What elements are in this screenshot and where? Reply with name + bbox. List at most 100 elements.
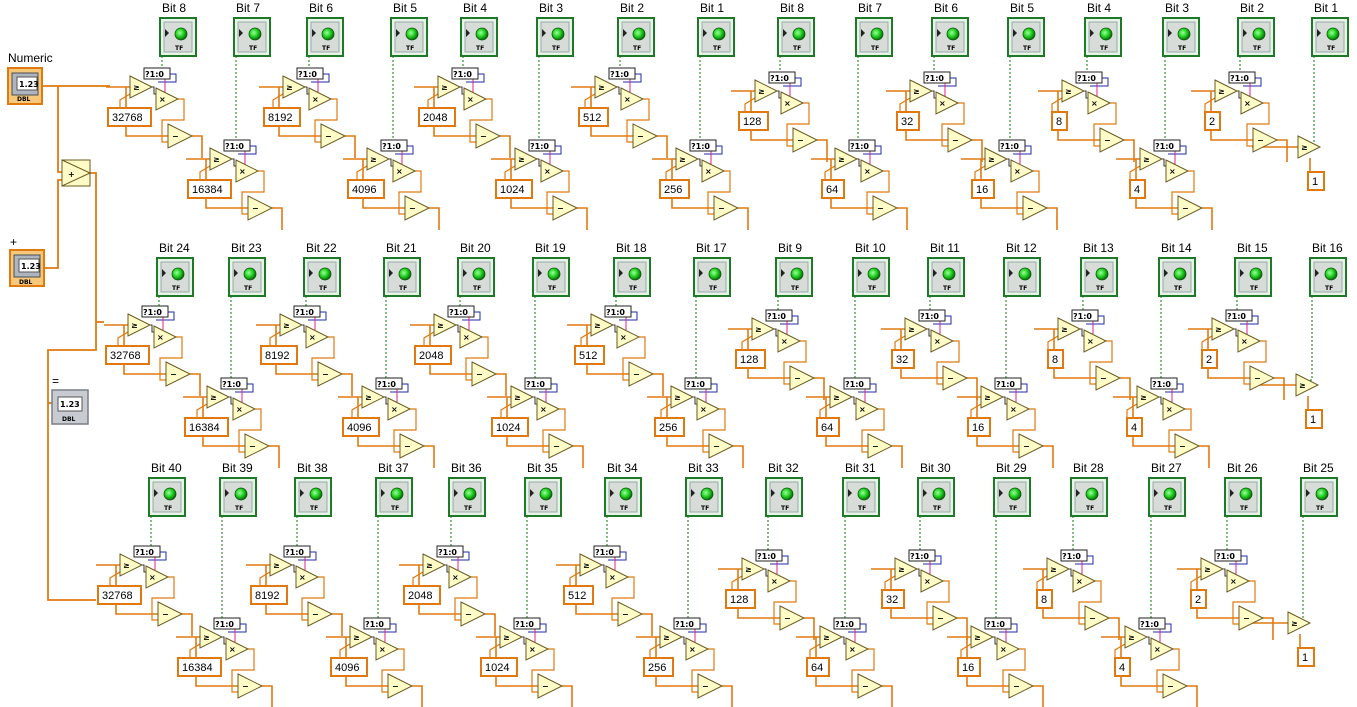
subtract-node[interactable]: −	[388, 674, 412, 698]
select-node[interactable]: ?1:0	[1154, 140, 1180, 151]
select-node[interactable]: ?1:0	[685, 378, 711, 389]
multiply-node[interactable]: ×	[697, 398, 719, 420]
select-node[interactable]: ?1:0	[294, 306, 320, 317]
select-node[interactable]: ?1:0	[849, 140, 875, 151]
subtract-node[interactable]: −	[618, 602, 642, 626]
subtract-node[interactable]: −	[248, 196, 272, 220]
divisor-constant[interactable]: 32768	[108, 108, 151, 126]
multiply-node[interactable]: ×	[1007, 398, 1029, 420]
subtract-node[interactable]: −	[245, 434, 269, 458]
divisor-constant[interactable]: 4096	[331, 658, 367, 676]
subtract-node[interactable]: −	[709, 434, 733, 458]
select-node[interactable]: ?1:0	[594, 546, 620, 557]
select-node[interactable]: ?1:0	[690, 140, 716, 151]
select-node[interactable]: ?1:0	[134, 546, 160, 557]
divisor-constant[interactable]: 1	[1298, 648, 1314, 666]
multiply-node[interactable]: ×	[376, 638, 398, 660]
select-node[interactable]: ?1:0	[766, 310, 792, 321]
subtract-node[interactable]: −	[168, 124, 192, 148]
multiply-node[interactable]: ×	[621, 88, 643, 110]
multiply-node[interactable]: ×	[449, 566, 471, 588]
divisor-constant[interactable]: 256	[644, 658, 673, 676]
multiply-node[interactable]: ×	[306, 326, 328, 348]
divisor-constant[interactable]: 64	[822, 180, 844, 198]
select-node[interactable]: ?1:0	[985, 618, 1011, 629]
select-node[interactable]: ?1:0	[214, 618, 240, 629]
multiply-node[interactable]: ×	[921, 570, 943, 592]
divisor-constant[interactable]: 4	[1130, 180, 1145, 198]
divisor-constant[interactable]: 1	[1306, 410, 1322, 428]
divisor-constant[interactable]: 32768	[98, 586, 141, 604]
divisor-constant[interactable]: 4	[1115, 658, 1130, 676]
select-node[interactable]: ?1:0	[609, 68, 635, 79]
multiply-node[interactable]: ×	[768, 570, 790, 592]
divisor-constant[interactable]: 512	[564, 586, 593, 604]
divisor-constant[interactable]: 2048	[404, 586, 440, 604]
subtract-node[interactable]: −	[868, 434, 892, 458]
multiply-node[interactable]: ×	[233, 398, 255, 420]
select-node[interactable]: ?1:0	[999, 140, 1025, 151]
select-node[interactable]: ?1:0	[448, 306, 474, 317]
multiply-node[interactable]: ×	[617, 326, 639, 348]
subtract-node[interactable]: −	[238, 674, 262, 698]
multiply-node[interactable]: ×	[702, 160, 724, 182]
multiply-node[interactable]: ×	[936, 92, 958, 114]
subtract-node[interactable]: −	[858, 674, 882, 698]
select-node[interactable]: ?1:0	[1151, 378, 1177, 389]
divisor-constant[interactable]: 2	[1205, 112, 1220, 130]
subtract-node[interactable]: −	[549, 434, 573, 458]
multiply-node[interactable]: ×	[778, 330, 800, 352]
multiply-node[interactable]: ×	[931, 330, 953, 352]
select-node[interactable]: ?1:0	[529, 140, 555, 151]
divisor-constant[interactable]: 32	[882, 590, 904, 608]
select-node[interactable]: ?1:0	[364, 618, 390, 629]
divisor-constant[interactable]: 1024	[481, 658, 517, 676]
divisor-constant[interactable]: 8	[1048, 350, 1063, 368]
subtract-node[interactable]: −	[476, 124, 500, 148]
divisor-constant[interactable]: 16	[968, 418, 990, 436]
subtract-node[interactable]: −	[538, 674, 562, 698]
subtract-node[interactable]: −	[1250, 366, 1274, 390]
subtract-node[interactable]: −	[461, 602, 485, 626]
numeric-control[interactable]: Numeric 1.23 DBL	[8, 51, 53, 104]
select-node[interactable]: ?1:0	[834, 618, 860, 629]
divisor-constant[interactable]: 16384	[188, 180, 231, 198]
divisor-constant[interactable]: 8	[1037, 590, 1052, 608]
divisor-constant[interactable]: 8192	[251, 586, 287, 604]
select-node[interactable]: ?1:0	[995, 378, 1021, 389]
divisor-constant[interactable]: 32	[892, 350, 914, 368]
select-node[interactable]: ?1:0	[1229, 72, 1255, 83]
subtract-node[interactable]: −	[318, 362, 342, 386]
select-node[interactable]: ?1:0	[297, 68, 323, 79]
divisor-constant[interactable]: 2	[1202, 350, 1217, 368]
subtract-node[interactable]: −	[1163, 674, 1187, 698]
multiply-node[interactable]: ×	[296, 566, 318, 588]
divisor-constant[interactable]: 2048	[415, 346, 451, 364]
select-node[interactable]: ?1:0	[452, 68, 478, 79]
select-node[interactable]: ?1:0	[525, 378, 551, 389]
subtract-node[interactable]: −	[166, 362, 190, 386]
subtract-node[interactable]: −	[948, 128, 972, 152]
multiply-node[interactable]: ×	[537, 398, 559, 420]
select-node[interactable]: ?1:0	[142, 306, 168, 317]
multiply-node[interactable]: ×	[1241, 92, 1263, 114]
multiply-node[interactable]: ×	[388, 398, 410, 420]
divisor-constant[interactable]: 128	[726, 590, 755, 608]
select-node[interactable]: ?1:0	[756, 550, 782, 561]
multiply-node[interactable]: ×	[861, 160, 883, 182]
subtract-node[interactable]: −	[780, 606, 804, 630]
divisor-constant[interactable]: 32	[897, 112, 919, 130]
select-node[interactable]: ?1:0	[437, 546, 463, 557]
divisor-constant[interactable]: 8192	[264, 108, 300, 126]
select-node[interactable]: ?1:0	[1226, 310, 1252, 321]
multiply-node[interactable]: ×	[1073, 570, 1095, 592]
multiply-node[interactable]: ×	[1084, 330, 1106, 352]
compare-node[interactable]: ≥	[1298, 136, 1320, 158]
subtract-node[interactable]: −	[1100, 128, 1124, 152]
multiply-node[interactable]: ×	[146, 566, 168, 588]
divisor-constant[interactable]: 2	[1191, 590, 1206, 608]
divisor-constant[interactable]: 8192	[261, 346, 297, 364]
subtract-node[interactable]: −	[1096, 366, 1120, 390]
compare-node[interactable]: ≥	[1296, 374, 1318, 396]
multiply-node[interactable]: ×	[460, 326, 482, 348]
